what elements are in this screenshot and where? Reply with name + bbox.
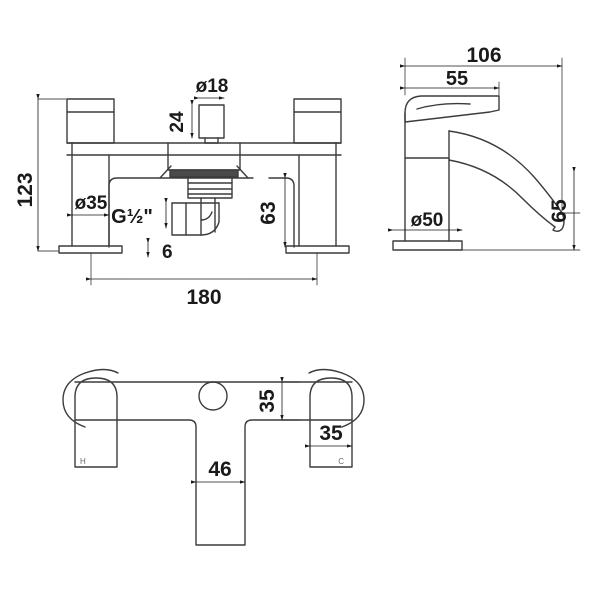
plan-left-handle	[74, 377, 118, 468]
label-spout-height-63: 63	[257, 201, 280, 224]
dimension-height-123	[36, 93, 67, 252]
label-reach-106: 106	[466, 44, 501, 67]
label-outlet-height-65: 65	[548, 199, 571, 223]
left-handle-outline	[66, 98, 115, 144]
dimension-reach-106	[399, 57, 563, 212]
label-inlet-thread: G½"	[111, 206, 153, 228]
front-elevation-view	[36, 93, 350, 286]
label-riser-dia-18: ø18	[196, 76, 229, 97]
plan-right-handle	[309, 377, 353, 468]
label-plan-offset-35: 35	[256, 389, 279, 413]
label-base-dia-50: ø50	[411, 210, 444, 231]
label-hot-marker: H	[80, 457, 86, 466]
dimension-outlet-height-65	[461, 166, 581, 251]
threaded-collar	[187, 176, 233, 199]
label-base-thickness-6: 6	[162, 242, 173, 263]
plan-left-handle-arc	[62, 368, 119, 428]
label-height-123: 123	[14, 172, 37, 207]
label-cold-marker: C	[338, 457, 344, 466]
right-handle-outline	[293, 98, 342, 144]
side-base-plate	[392, 240, 463, 251]
dimension-plan-offset-35	[280, 376, 301, 421]
label-base-dia-35: ø35	[75, 193, 108, 214]
label-spread-180: 180	[186, 286, 221, 309]
side-body-column	[404, 112, 450, 242]
body-deck-bar	[66, 142, 342, 156]
dimension-spread-180	[85, 252, 318, 286]
label-riser-height-24: 24	[167, 111, 188, 133]
elbow-fitting	[171, 197, 220, 236]
riser-spigot	[198, 104, 225, 144]
side-elevation-view	[387, 57, 581, 251]
plan-view	[62, 368, 365, 546]
dimension-body-to-spout-55	[399, 81, 500, 96]
label-plan-spout-width-46: 46	[208, 458, 231, 481]
side-lever-handle	[404, 95, 500, 123]
label-body-to-spout-55: 55	[446, 68, 468, 90]
side-curved-spout	[448, 130, 565, 232]
right-pillar	[285, 142, 350, 254]
central-valve-housing	[159, 142, 249, 179]
plan-outlet-hole	[198, 381, 228, 411]
plan-right-handle-arc	[308, 368, 365, 428]
label-plan-handle-width-35: 35	[319, 422, 343, 445]
